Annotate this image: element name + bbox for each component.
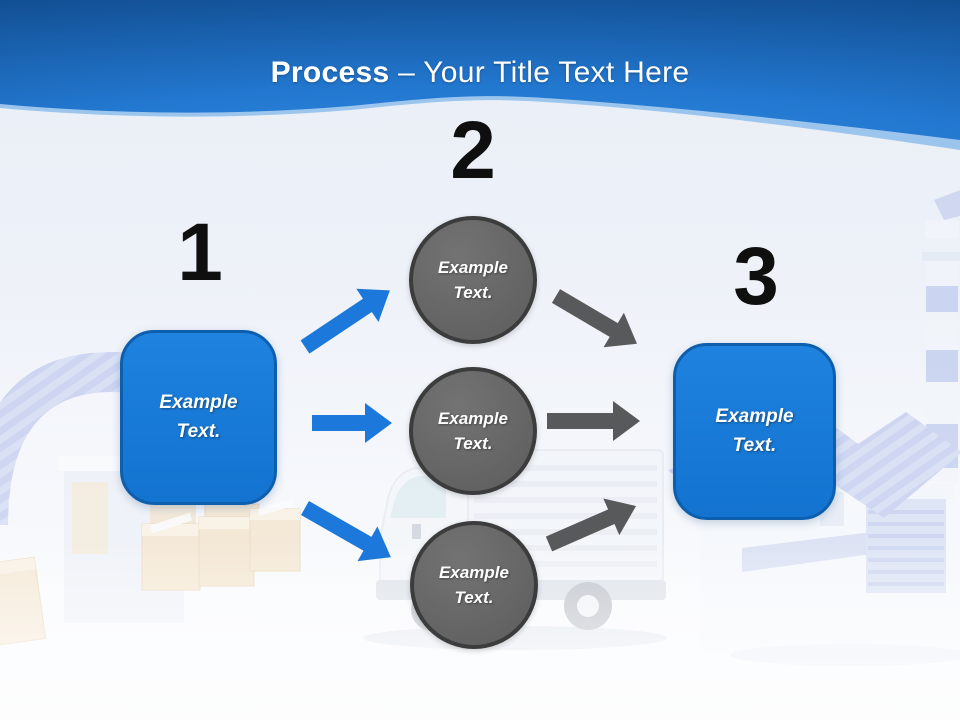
title-emphasis: Process (270, 56, 390, 89)
gray-arrow-right-icon (547, 401, 640, 441)
process-box-1-label: Example Text. (159, 392, 238, 442)
step-number-2: 2 (450, 105, 496, 196)
step-number-1: 1 (177, 207, 223, 298)
header-wave (0, 0, 960, 140)
process-circle-1: Example Text. (409, 216, 537, 344)
process-circle-2-label: Example Text. (438, 408, 508, 454)
header-band (0, 0, 960, 150)
process-circle-2: Example Text. (409, 367, 537, 495)
slide-title: Process – Your Title Text Here (0, 56, 960, 90)
process-circle-3: Example Text. (410, 521, 538, 649)
process-box-3-label: Example Text. (715, 406, 794, 456)
process-circle-1-label: Example Text. (438, 257, 508, 303)
process-box-3: Example Text. (673, 343, 836, 520)
process-box-1: Example Text. (120, 330, 277, 505)
gray-arrow-down-icon (551, 289, 637, 348)
blue-arrow-right-icon (312, 403, 392, 443)
process-circle-3-label: Example Text. (439, 562, 509, 608)
blue-arrow-down-icon (301, 501, 391, 562)
blue-arrow-up-icon (300, 288, 390, 354)
gray-arrow-up-icon (545, 498, 637, 552)
step-number-3: 3 (733, 231, 779, 322)
title-rest: – Your Title Text Here (398, 56, 690, 89)
